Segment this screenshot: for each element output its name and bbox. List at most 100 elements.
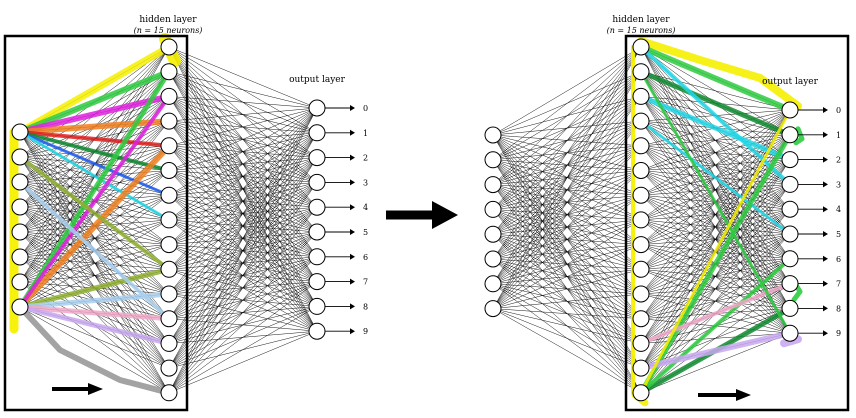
connection-input-hidden: [492, 46, 642, 136]
hidden-neuron: [632, 260, 650, 278]
output-arrowhead: [823, 131, 828, 138]
left-network-neurons: [11, 38, 326, 402]
right-direction-arrow: [698, 389, 751, 401]
highlight-path: [638, 330, 793, 372]
connection-input-hidden: [492, 46, 642, 210]
connection-hidden-output: [640, 109, 791, 319]
connection-hidden-output: [168, 107, 318, 245]
input-neuron: [484, 176, 502, 194]
right-highlight-paths: [631, 37, 805, 407]
output-neuron: [308, 297, 326, 315]
output-digit-label: 9: [363, 327, 368, 336]
connection-hidden-output: [168, 107, 318, 196]
output-arrowhead: [350, 179, 355, 186]
hidden-neuron: [160, 162, 178, 179]
right-hidden-layer-sublabel: (n = 15 neurons): [607, 26, 676, 35]
hidden-neuron: [160, 260, 178, 278]
connection-hidden-output: [168, 306, 318, 393]
connection-hidden-output: [640, 332, 791, 394]
highlight-path: [638, 44, 793, 113]
connection-input-hidden: [492, 269, 642, 309]
connection-input-hidden: [492, 145, 642, 309]
output-digit-label: 1: [836, 131, 841, 140]
connection-hidden-output: [168, 107, 318, 270]
connection-input-hidden: [492, 71, 642, 309]
connection-input-hidden: [492, 46, 642, 260]
highlight-path: [637, 37, 802, 110]
output-digit-label: 5: [363, 228, 368, 237]
connection-hidden-output: [168, 281, 318, 393]
output-digit-label: 6: [363, 253, 368, 262]
output-arrowhead: [350, 303, 355, 310]
hidden-neuron: [632, 87, 650, 105]
output-digit-label: 2: [836, 156, 841, 165]
input-neuron: [484, 225, 502, 243]
output-digit-label: 8: [836, 304, 841, 313]
connection-hidden-output: [640, 71, 791, 111]
output-digit-label: 7: [363, 278, 368, 287]
hidden-neuron: [632, 384, 650, 402]
output-neuron: [781, 275, 799, 293]
right-focus-box: [624, 34, 850, 412]
highlight-path: [17, 69, 172, 310]
output-neuron: [308, 173, 326, 191]
output-digit-label: 0: [363, 104, 368, 113]
output-neuron: [781, 175, 799, 193]
connection-input-hidden: [492, 96, 642, 309]
connection-hidden-output: [168, 46, 318, 109]
input-neuron: [484, 275, 502, 293]
output-neuron: [781, 299, 799, 317]
output-neuron: [781, 324, 799, 342]
highlight-path: [639, 119, 792, 236]
highlight-path: [18, 130, 171, 173]
highlight-path: [18, 180, 171, 321]
hidden-neuron: [160, 359, 178, 377]
highlight-path: [793, 126, 805, 146]
highlight-path: [17, 142, 172, 310]
input-neuron: [11, 223, 29, 241]
hidden-neuron: [160, 63, 178, 81]
input-neuron: [11, 248, 29, 266]
output-neuron: [308, 223, 326, 241]
output-neuron: [781, 101, 799, 119]
transition-arrow: [386, 201, 458, 229]
highlight-path: [639, 70, 792, 335]
hidden-neuron: [160, 285, 178, 303]
connection-hidden-output: [168, 107, 318, 122]
output-arrowhead: [350, 253, 355, 260]
output-digit-label: 7: [836, 280, 841, 289]
connection-hidden-output: [168, 256, 318, 393]
output-digit-label: 5: [836, 230, 841, 239]
right-network-neurons: [484, 38, 799, 402]
hidden-neuron: [632, 63, 650, 81]
output-arrowhead: [823, 206, 828, 213]
connection-hidden-output: [168, 107, 318, 393]
connection-input-hidden: [492, 46, 642, 235]
connection-hidden-output: [640, 109, 791, 221]
input-neuron: [484, 200, 502, 218]
hidden-neuron: [632, 112, 650, 130]
input-neuron: [11, 273, 29, 291]
hidden-neuron: [632, 186, 650, 204]
connection-input-hidden: [492, 293, 642, 309]
left-focus-box: [3, 34, 189, 412]
connection-input-hidden: [492, 308, 642, 319]
input-neuron: [11, 148, 29, 166]
input-neuron: [484, 250, 502, 268]
highlight-path: [17, 304, 172, 322]
hidden-neuron: [632, 162, 650, 179]
highlight-path: [17, 266, 172, 310]
connection-hidden-output: [168, 107, 318, 221]
connection-input-hidden: [492, 46, 642, 309]
output-arrowhead: [350, 105, 355, 111]
output-digit-label: 3: [836, 180, 841, 189]
connection-hidden-output: [168, 207, 318, 393]
highlight-path: [639, 281, 792, 346]
highlight-path: [639, 45, 792, 187]
connection-hidden-output: [168, 132, 318, 393]
output-arrowhead: [823, 107, 828, 113]
hidden-neuron: [632, 236, 650, 254]
output-neuron: [781, 225, 799, 243]
hidden-neuron: [632, 359, 650, 377]
